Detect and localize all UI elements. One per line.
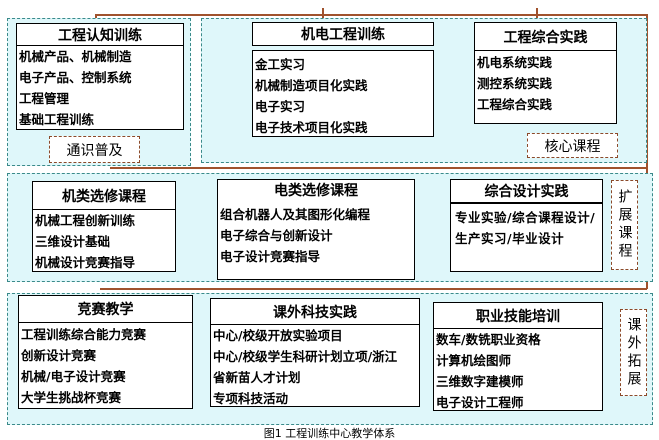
list-item: 大学生挑战杯竞赛 — [21, 390, 122, 405]
list-item: 机械工程创新训练 — [35, 213, 136, 228]
box-items: 数车/数铣职业资格 计算机绘图师 三维数字建模师 电子设计工程师 — [433, 328, 603, 411]
category-tag: 课外拓展 — [620, 309, 647, 396]
list-item: 金工实习 — [255, 57, 306, 72]
list-item: 电子技术项目化实践 — [255, 120, 368, 135]
box-title: 机类选修课程 — [32, 181, 176, 210]
list-item: 机电系统实践 — [477, 55, 553, 70]
list-item: 电子实习 — [255, 99, 306, 114]
list-item: 三维数字建模师 — [436, 374, 524, 389]
box-items: 金工实习 机械制造项目化实践 电子实习 电子技术项目化实践 — [252, 50, 434, 137]
list-item: 创新设计竞赛 — [21, 348, 97, 363]
box-title: 综合设计实践 — [450, 179, 603, 203]
list-item: 测控系统实践 — [477, 76, 553, 91]
connector-line — [322, 8, 324, 23]
box-items: 机电系统实践 测控系统实践 工程综合实践 — [474, 50, 617, 124]
connector-line — [100, 288, 647, 290]
connector-line — [95, 14, 647, 16]
box-items: 机械工程创新训练 三维设计基础 机械设计竞赛指导 — [32, 209, 176, 272]
list-item: 机械产品、机械制造 — [19, 49, 132, 64]
list-item: 数车/数铣职业资格 — [436, 332, 541, 347]
list-item: 工程训练综合能力竞赛 — [21, 327, 147, 342]
connector-line — [536, 8, 538, 23]
list-item: 机械制造项目化实践 — [255, 78, 368, 93]
list-item: 三维设计基础 — [35, 234, 111, 249]
box-title: 职业技能培训 — [433, 302, 603, 329]
list-item: 电子设计竞赛指导 — [220, 249, 321, 264]
list-item: 机械/电子设计竞赛 — [21, 369, 126, 384]
box-items: 机械产品、机械制造 电子产品、控制系统 工程管理 基础工程训练 — [16, 45, 184, 130]
box-title: 工程认知训练 — [16, 23, 184, 46]
figure-caption: 图1 工程训练中心教学体系 — [263, 427, 396, 440]
category-tag: 扩展课程 — [611, 180, 638, 270]
list-item: 工程综合实践 — [477, 97, 553, 112]
list-item: 机械设计竞赛指导 — [35, 255, 136, 270]
box-title: 工程综合实践 — [474, 22, 617, 51]
list-item: 组合机器人及其图形化编程 — [220, 207, 371, 222]
box-title: 机电工程训练 — [252, 22, 434, 46]
list-item: 中心/校级学生科研计划立项/浙江 — [213, 349, 398, 364]
list-item: 电子产品、控制系统 — [19, 70, 132, 85]
connector-line — [646, 14, 648, 289]
box-title: 竞赛教学 — [18, 295, 193, 323]
list-item: 电子设计工程师 — [436, 395, 524, 410]
connector-line — [110, 167, 647, 169]
list-item: 基础工程训练 — [19, 112, 95, 127]
category-tag: 通识普及 — [49, 136, 140, 163]
list-item: 中心/校级开放实验项目 — [213, 328, 343, 343]
box-items: 中心/校级开放实验项目 中心/校级学生科研计划立项/浙江 省新苗人才计划 专项科… — [210, 324, 420, 407]
list-item: 专项科技活动 — [213, 391, 289, 406]
box-title: 课外科技实践 — [210, 298, 420, 325]
box-items: 工程训练综合能力竞赛 创新设计竞赛 机械/电子设计竞赛 大学生挑战杯竞赛 — [18, 322, 193, 409]
list-item: 电子综合与创新设计 — [220, 228, 333, 243]
list-item: 省新苗人才计划 — [213, 370, 301, 385]
box-items: 电类选修课程 组合机器人及其图形化编程 电子综合与创新设计 电子设计竞赛指导 — [217, 179, 415, 280]
list-item: 工程管理 — [19, 91, 70, 106]
box-text: 专业实验/综合课程设计/生产实习/毕业设计 — [450, 203, 603, 272]
list-item: 计算机绘图师 — [436, 353, 512, 368]
box-title: 电类选修课程 — [274, 183, 358, 199]
category-tag: 核心课程 — [527, 133, 618, 158]
